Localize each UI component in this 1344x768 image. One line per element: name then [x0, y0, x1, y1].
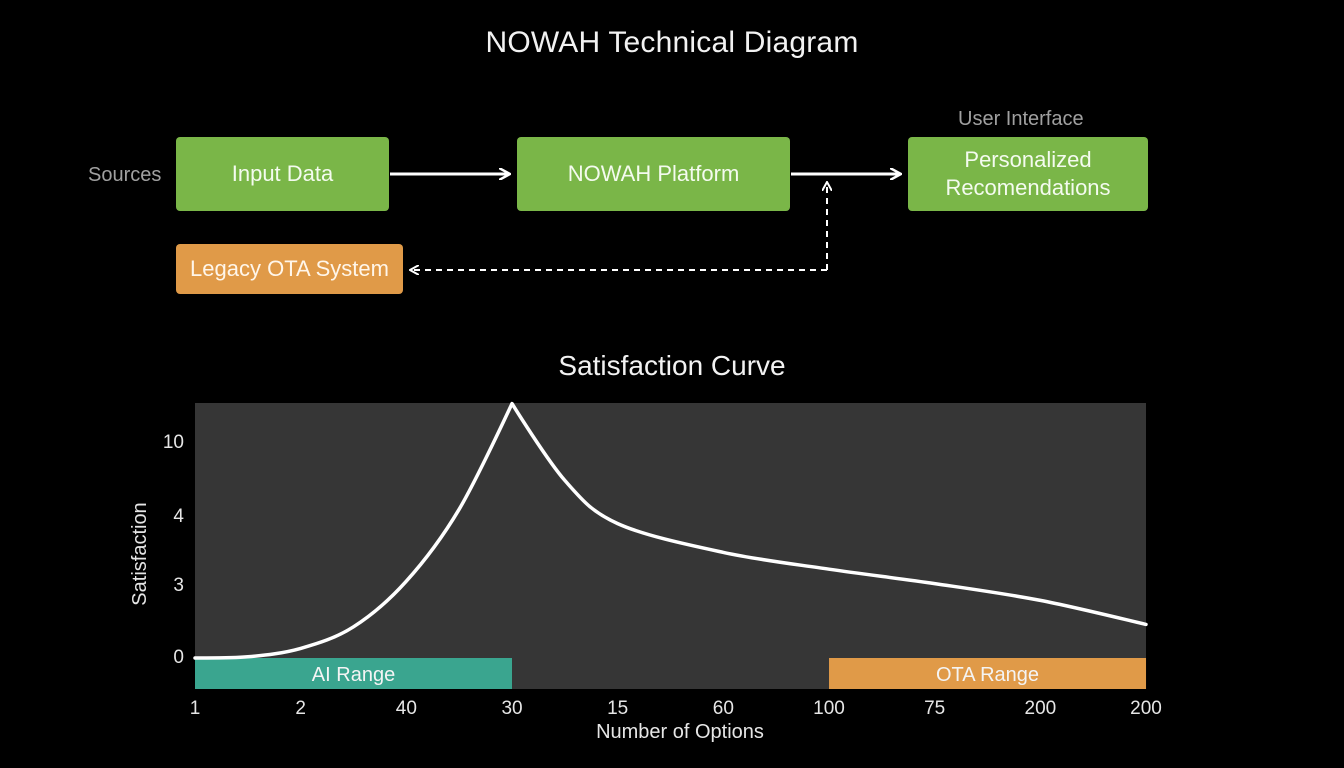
- legacy-ota-system-node[interactable]: Legacy OTA System: [176, 244, 403, 294]
- x-tick-label: 200: [1130, 698, 1162, 719]
- x-axis-label: Number of Options: [596, 721, 764, 743]
- sources-label: Sources: [88, 164, 162, 186]
- personalized-recommendations-node[interactable]: Personalized Recomendations: [908, 137, 1148, 211]
- y-axis-label: Satisfaction: [129, 502, 151, 605]
- x-tick-label: 60: [713, 698, 734, 719]
- y-tick-label: 0: [173, 647, 184, 668]
- nowah-platform-node[interactable]: NOWAH Platform: [517, 137, 790, 211]
- y-tick-label: 4: [173, 506, 184, 527]
- x-tick-label: 30: [501, 698, 522, 719]
- chart-title: Satisfaction Curve: [558, 350, 786, 381]
- x-tick-label: 40: [396, 698, 417, 719]
- plot-area: [195, 403, 1146, 689]
- range-band-label-0: AI Range: [312, 664, 395, 686]
- x-tick-label: 200: [1025, 698, 1057, 719]
- user-interface-label: User Interface: [958, 108, 1084, 130]
- range-band-0: [195, 658, 513, 689]
- x-tick-label: 1: [190, 698, 201, 719]
- x-tick-label: 75: [924, 698, 945, 719]
- range-band-label-1: OTA Range: [936, 664, 1039, 686]
- y-tick-label: 10: [163, 432, 184, 453]
- input-data-node[interactable]: Input Data: [176, 137, 389, 211]
- x-tick-label: 15: [607, 698, 628, 719]
- x-tick-label: 100: [813, 698, 845, 719]
- diagram-title: NOWAH Technical Diagram: [485, 26, 859, 59]
- diagram-connectors: [390, 0, 1344, 330]
- range-band-1: [829, 658, 1147, 689]
- satisfaction-curve-line: [193, 401, 1148, 660]
- x-tick-label: 2: [295, 698, 306, 719]
- y-tick-label: 3: [173, 575, 184, 596]
